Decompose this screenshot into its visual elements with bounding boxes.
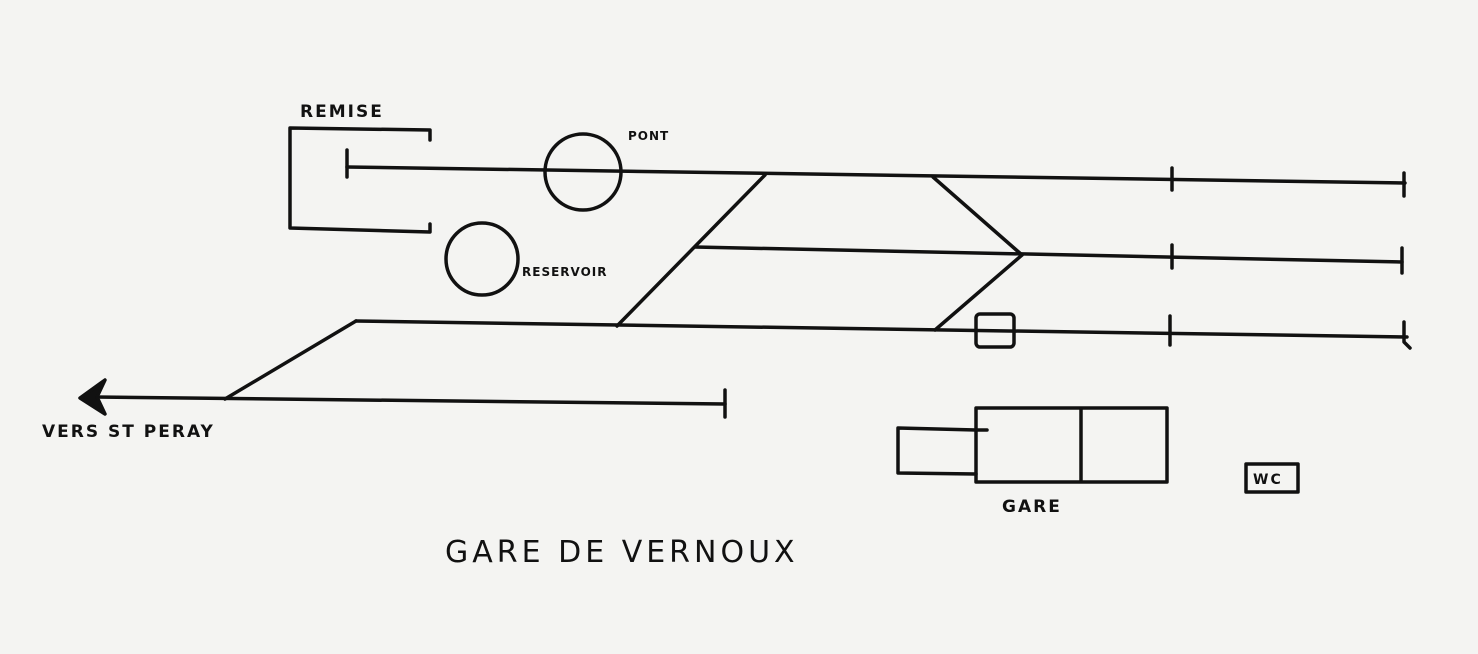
turntable-circle [543, 132, 623, 212]
reservoir-circle [444, 221, 520, 297]
gare-building [896, 406, 1169, 484]
remise-label: REMISE [300, 102, 384, 122]
diagram-title: GARE DE VERNOUX [445, 535, 799, 570]
arrow-left-icon [78, 378, 107, 416]
track-switches [223, 173, 1024, 401]
wc-box [1244, 462, 1300, 494]
track-4 [93, 388, 727, 419]
track-1 [345, 148, 1407, 198]
track-3 [354, 314, 1412, 350]
pont-label: PONT [628, 129, 669, 143]
track-2 [693, 243, 1404, 275]
reservoir-label: RESERVOIR [522, 265, 608, 279]
wc-label: WC [1253, 472, 1283, 488]
remise-shed [288, 126, 432, 234]
gare-label: GARE [1002, 497, 1062, 517]
signal-box [974, 312, 1016, 349]
vers-st-peray-label: VERS ST PERAY [42, 422, 215, 442]
